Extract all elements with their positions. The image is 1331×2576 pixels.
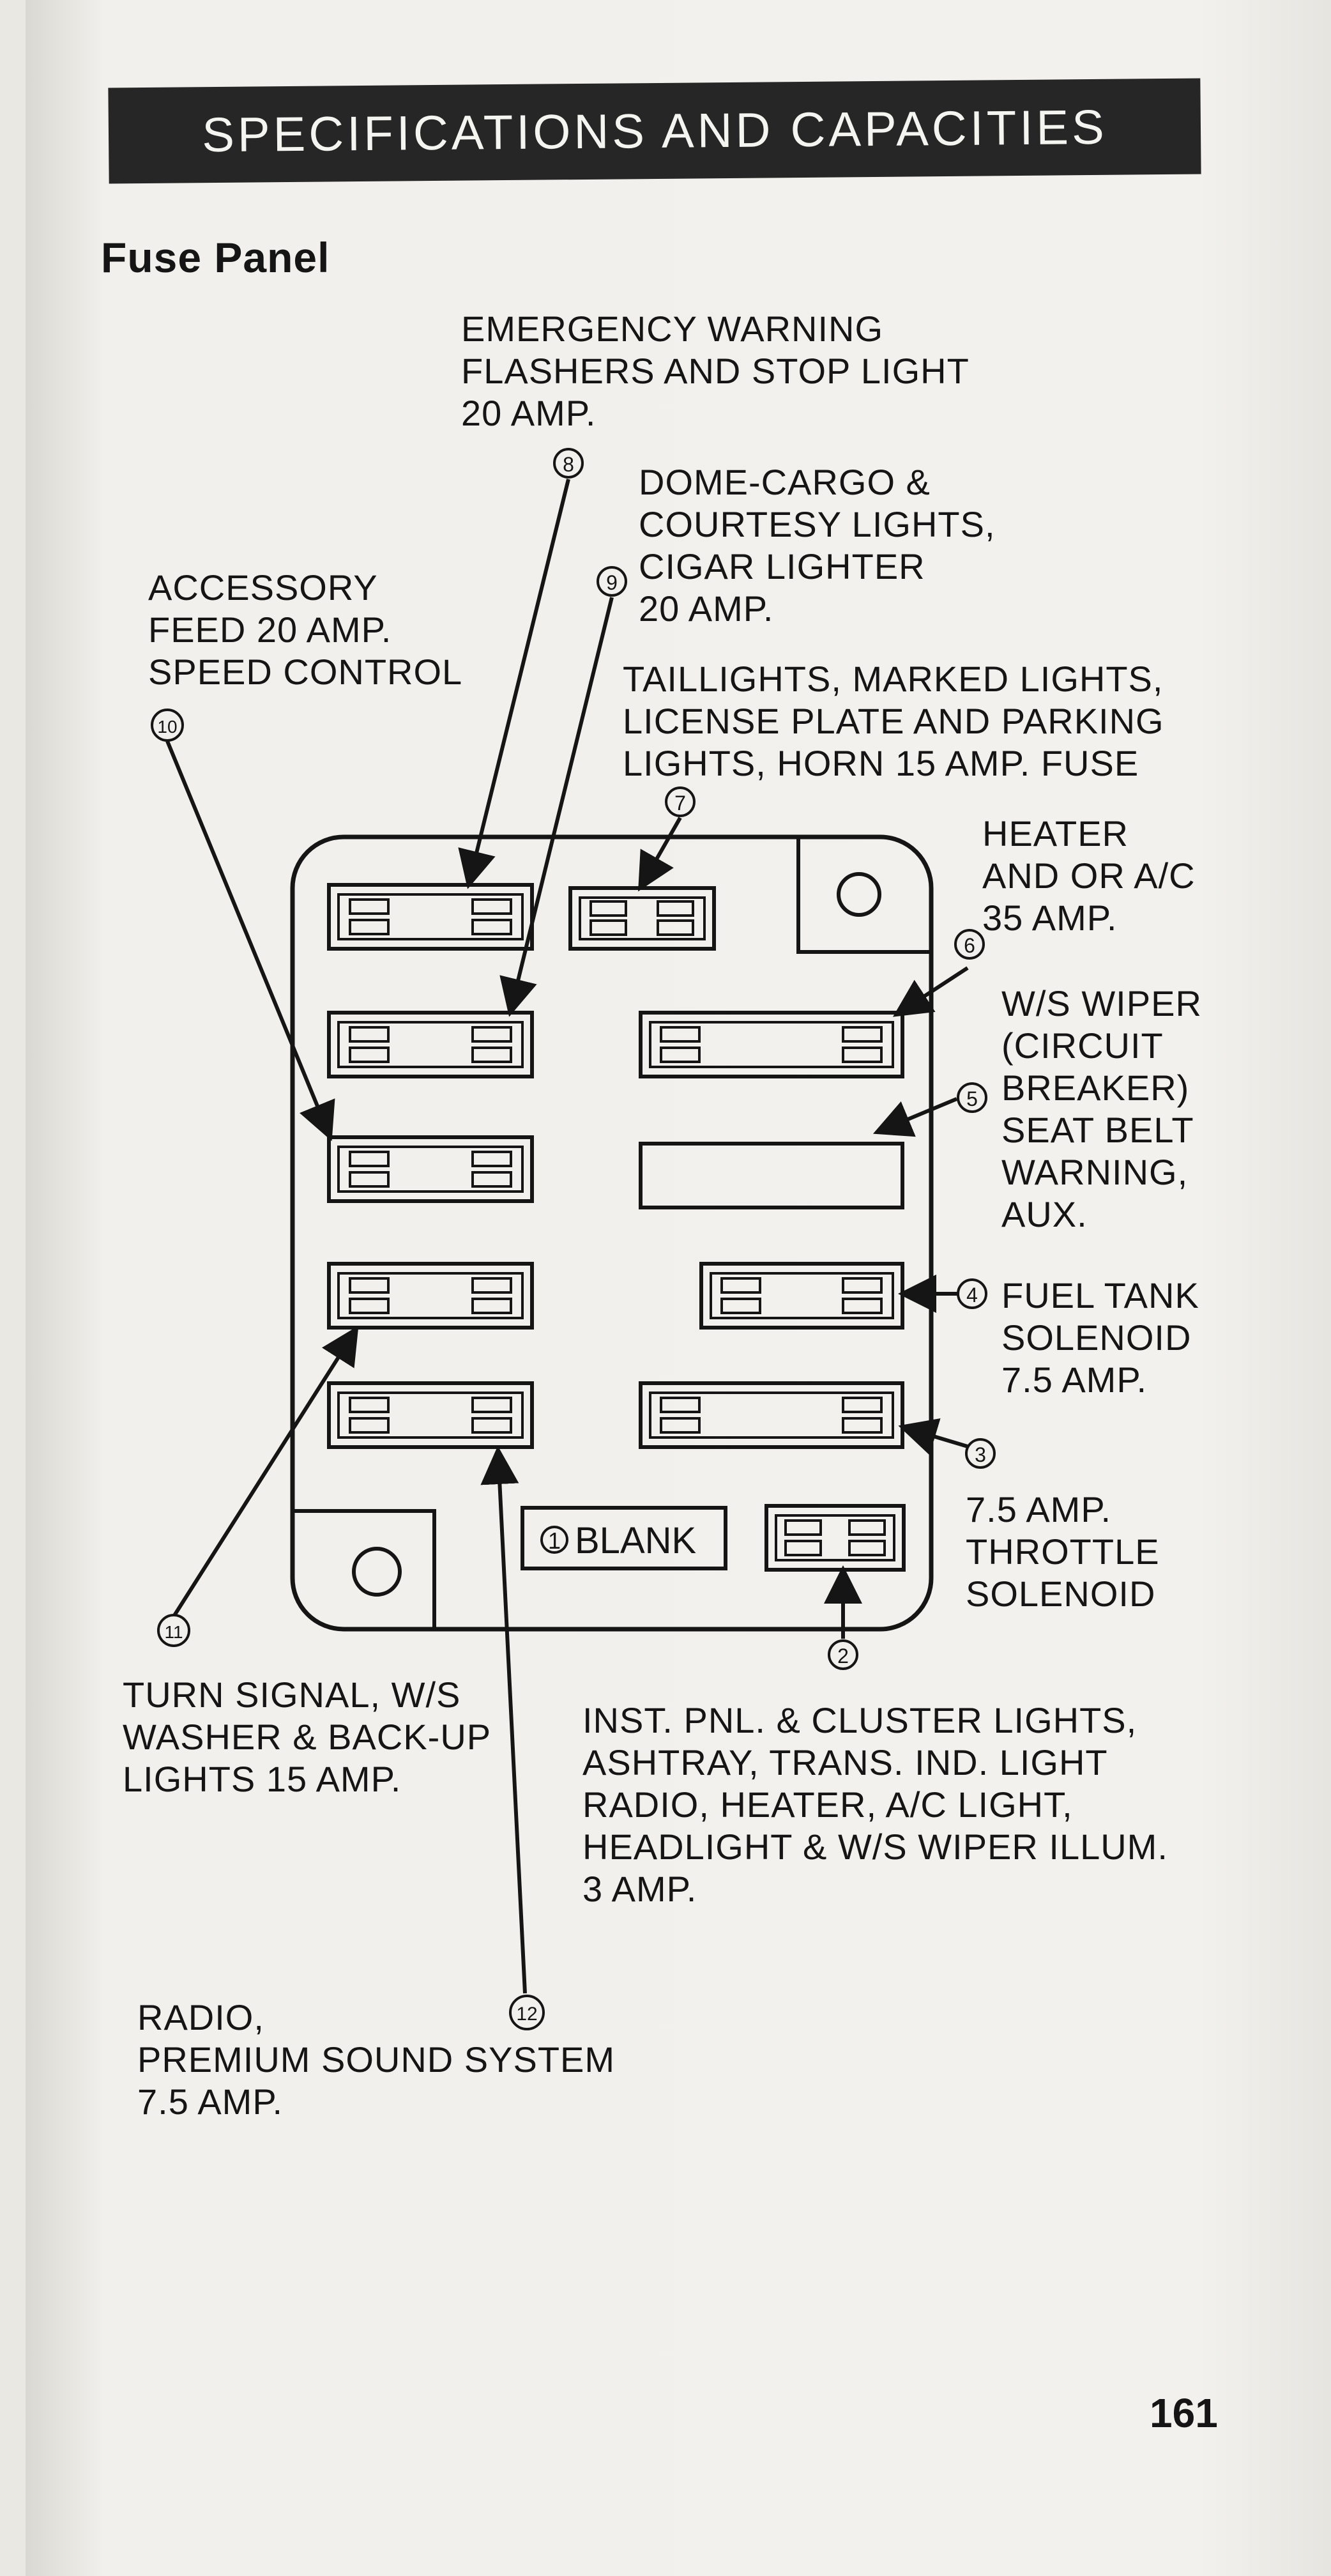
fuse-7 [568, 886, 716, 951]
svg-text:6: 6 [964, 934, 975, 957]
callout-marker-4: 4 [957, 1278, 987, 1309]
svg-text:11: 11 [164, 1622, 183, 1642]
manual-page [26, 0, 1331, 2576]
svg-text:12: 12 [516, 2004, 537, 2025]
label-fuse-7: TAILLIGHTS, MARKED LIGHTS, LICENSE PLATE… [623, 659, 1164, 783]
label-fuse-10: ACCESSORY FEED 20 AMP. SPEED CONTROL [148, 567, 463, 692]
callout-marker-8: 8 [553, 448, 584, 479]
svg-text:2: 2 [837, 1644, 849, 1667]
slot-1-blank [521, 1506, 727, 1570]
label-fuse-3: 7.5 AMP. THROTTLE SOLENOID [966, 1489, 1160, 1614]
label-fuse-2: INST. PNL. & CLUSTER LIGHTS, ASHTRAY, TR… [582, 1700, 1168, 1909]
leader-5 [872, 1097, 958, 1137]
svg-text:4: 4 [966, 1284, 978, 1307]
fuse-9 [327, 1011, 534, 1078]
callout-marker-6: 6 [954, 929, 985, 960]
mount-hole-top-right [837, 872, 881, 917]
svg-text:3: 3 [975, 1443, 986, 1466]
callout-marker-2: 2 [828, 1639, 858, 1670]
svg-text:1: 1 [548, 1528, 561, 1554]
label-fuse-11: TURN SIGNAL, W/S WASHER & BACK-UP LIGHTS… [123, 1675, 492, 1799]
circuit-breaker-5 [639, 1142, 904, 1209]
leader-6 [892, 966, 969, 1017]
svg-text:10: 10 [157, 717, 177, 737]
leader-8 [458, 479, 570, 889]
callout-marker-9: 9 [597, 566, 627, 597]
page-number: 161 [1150, 2390, 1218, 2436]
fuse-10 [327, 1135, 534, 1203]
fuse-2 [764, 1504, 906, 1572]
mount-block-top-right [796, 837, 931, 954]
fuse-11 [327, 1262, 534, 1330]
section-title: Fuse Panel [101, 234, 330, 281]
callout-marker-5: 5 [957, 1082, 987, 1113]
mount-block-bottom-left [293, 1509, 436, 1629]
label-fuse-12: RADIO, PREMIUM SOUND SYSTEM 7.5 AMP. [137, 1997, 616, 2122]
leader-9 [499, 597, 614, 1017]
label-fuse-8: EMERGENCY WARNING FLASHERS AND STOP LIGH… [461, 309, 970, 433]
svg-text:9: 9 [606, 571, 618, 594]
leader-12 [480, 1446, 527, 1994]
fuse-6 [639, 1011, 904, 1078]
leader-10 [165, 740, 335, 1142]
svg-text:7: 7 [674, 792, 686, 815]
label-breaker-5: W/S WIPER (CIRCUIT BREAKER) SEAT BELT WA… [1001, 983, 1202, 1234]
mount-hole-bottom-left [352, 1547, 402, 1597]
callout-marker-3: 3 [965, 1438, 996, 1469]
label-fuse-4: FUEL TANK SOLENOID 7.5 AMP. [1001, 1275, 1199, 1400]
callout-marker-10: 10 [151, 709, 184, 742]
label-fuse-6: HEATER AND OR A/C 35 AMP. [982, 813, 1196, 938]
label-fuse-9: DOME-CARGO & COURTESY LIGHTS, CIGAR LIGH… [639, 462, 996, 629]
leader-11 [172, 1325, 359, 1618]
fuse-panel-outline [290, 834, 934, 1632]
callout-marker-1 [540, 1526, 568, 1554]
callout-marker-12: 12 [509, 1995, 545, 2030]
fuse-4 [699, 1262, 904, 1330]
fuse-3 [639, 1381, 904, 1449]
fuse-8 [327, 883, 534, 951]
fuse-12 [327, 1381, 534, 1449]
leader-7 [638, 816, 682, 892]
callout-marker-11: 11 [157, 1614, 190, 1647]
svg-text:8: 8 [563, 453, 574, 476]
blank-label: BLANK [575, 1520, 697, 1561]
callout-marker-7: 7 [665, 786, 696, 817]
svg-text:5: 5 [966, 1087, 978, 1110]
